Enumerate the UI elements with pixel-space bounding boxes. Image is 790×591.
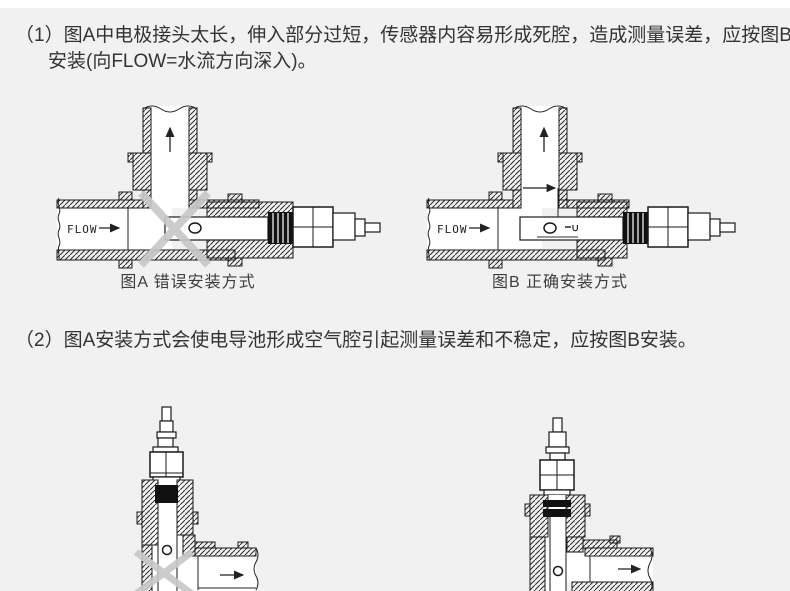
sensor-cable-tip [364,222,381,233]
electrode-hole [552,565,564,577]
elbow-pipe [566,535,654,591]
torn-pipe-edge [512,105,568,113]
sensor-seal [155,485,178,503]
sensor-cable-tip [552,417,563,433]
cross-mark [133,549,195,591]
torn-pipe-edge [142,105,198,113]
instruction-item-1: （1）图A中电极接头太长，伸入部分过短，传感器内容易形成死腔，造成测量误差，应按… [15,25,790,72]
junction-flow-annotation [523,183,559,217]
flow-label: FLOW [67,223,98,236]
sensor-seal [543,509,571,517]
vertical-pipe [497,105,583,209]
instruction-item-2: （2）图A安装方式会使电导池形成空气腔引起测量误差和不稳定，应按图B安装。 [15,330,697,351]
figure-b-caption: 图B 正确安装方式 [491,274,629,291]
flow-annotation: FLOW [67,223,121,236]
sensor-cable-tip [161,406,172,422]
electrode-hole [543,222,557,234]
flow-annotation: FLOW [437,223,491,236]
electrode-hole [188,222,202,234]
vertical-pipe [127,105,213,209]
sensor-connector [539,417,575,496]
cross-mark [138,190,211,268]
torn-pipe-edge [57,197,61,261]
elbow-pipe [182,534,259,591]
conductivity-sensor [519,206,736,248]
torn-pipe-edge [647,547,653,591]
elbow-pipe-diagram-correct [524,417,654,591]
elbow-pipe-diagram-wrong [133,406,259,591]
torn-pipe-edge [253,547,259,591]
sensor-cable-tip [719,222,736,233]
sensor-threads [268,212,293,244]
dimension-mark [572,225,578,232]
sensor-threads [623,212,648,244]
sensor-connector [149,406,184,483]
electrode-hole [161,544,173,556]
vertical-fitting [524,494,591,591]
conductivity-sensor [164,206,381,248]
tee-pipe-diagram-correct: FLOW [426,105,736,269]
torn-pipe-edge [427,197,431,261]
flow-label: FLOW [437,223,468,236]
figure-a-caption: 图A 错误安装方式 [120,274,256,291]
top-strip [0,0,790,8]
sensor-seal [543,500,571,507]
tee-pipe-diagram-wrong: FLOW [56,105,381,269]
